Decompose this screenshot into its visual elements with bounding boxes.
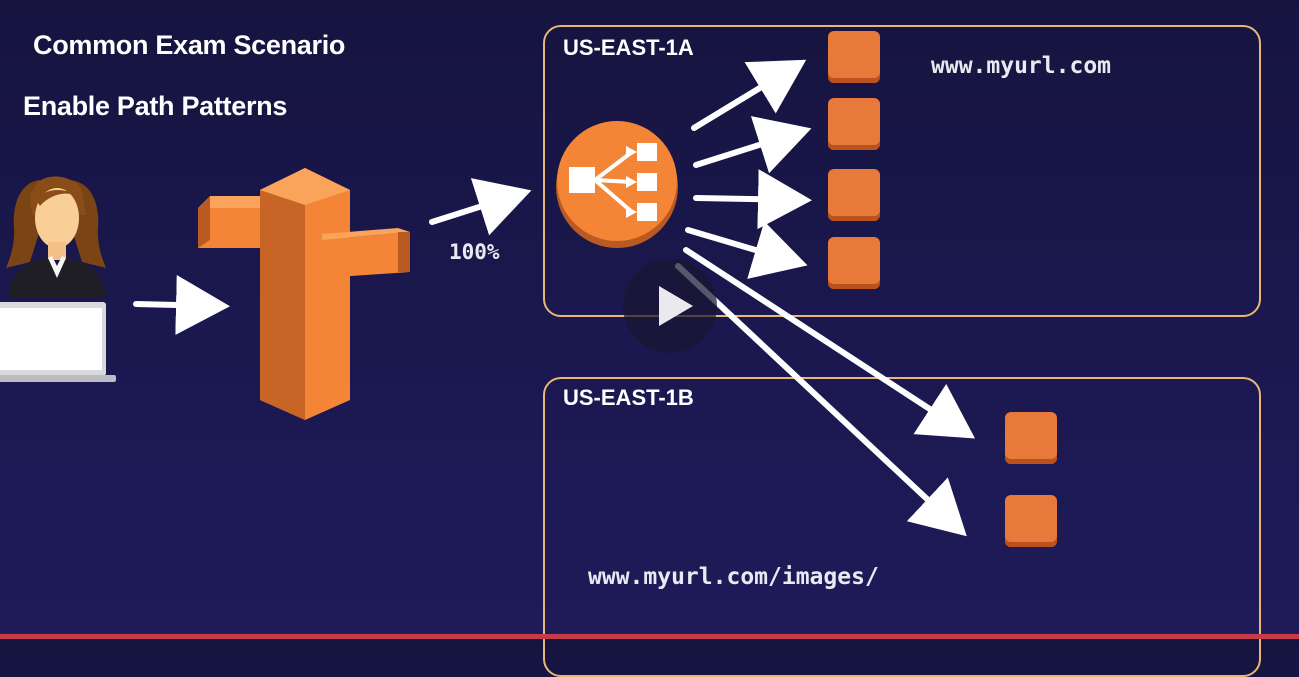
ec2-instance-icon bbox=[1005, 495, 1057, 547]
play-button[interactable] bbox=[623, 259, 717, 353]
load-balancer-icon bbox=[556, 121, 678, 248]
user-icon bbox=[6, 176, 106, 298]
play-icon bbox=[659, 286, 693, 326]
ec2-instance-icon bbox=[828, 98, 880, 150]
url-path-root: www.myurl.com bbox=[931, 53, 1112, 79]
ec2-instance-icon bbox=[828, 237, 880, 289]
availability-zone-a-label: US-EAST-1A bbox=[563, 35, 694, 60]
availability-zone-a-box bbox=[543, 25, 1261, 317]
ec2-instance-icon bbox=[828, 169, 880, 221]
traffic-arrows bbox=[133, 59, 976, 537]
slide-title: Common Exam Scenario bbox=[33, 30, 346, 60]
availability-zone-b-label: US-EAST-1B bbox=[563, 385, 694, 410]
ec2-instance-icon bbox=[1005, 412, 1057, 464]
url-path-images: www.myurl.com/images/ bbox=[588, 564, 879, 590]
ec2-instance-icon bbox=[828, 31, 880, 83]
route53-icon bbox=[198, 168, 410, 420]
video-progress-strip[interactable] bbox=[0, 634, 1299, 639]
slide-subtitle: Enable Path Patterns bbox=[23, 91, 288, 121]
laptop-icon bbox=[0, 302, 116, 382]
traffic-percent-label: 100% bbox=[449, 240, 500, 264]
diagram-art bbox=[0, 59, 976, 537]
